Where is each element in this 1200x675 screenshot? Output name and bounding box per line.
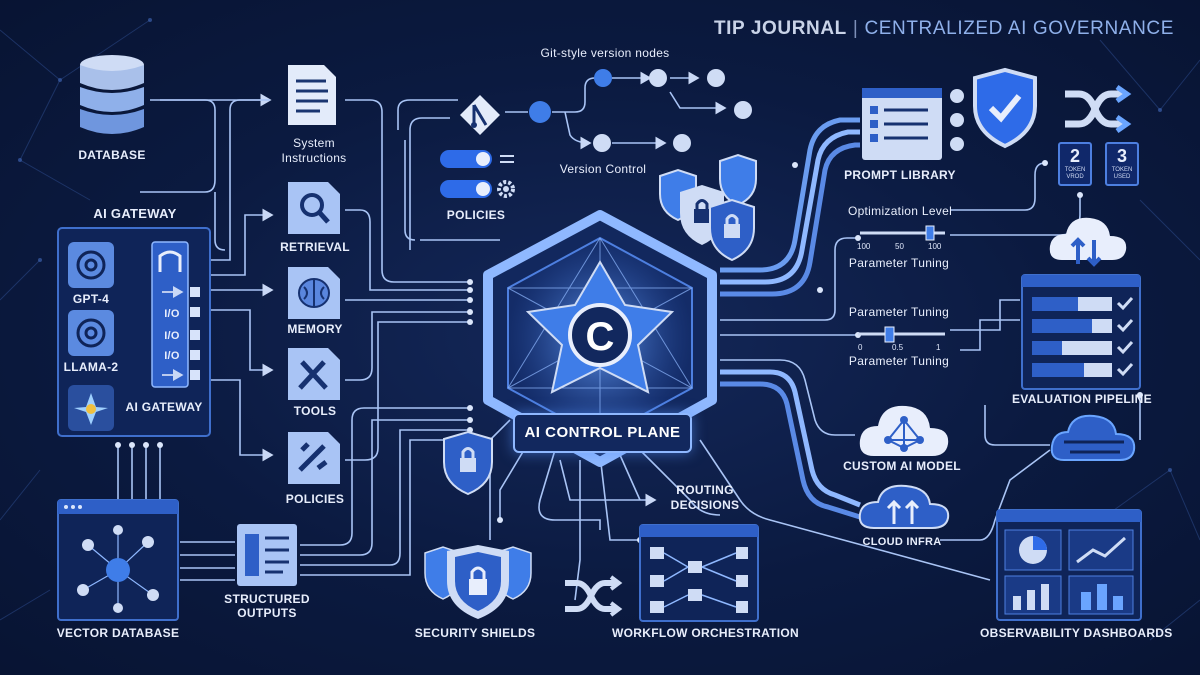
parameter-tuning-label: Parameter Tuning — [848, 256, 950, 270]
brain-icon — [288, 267, 340, 319]
model-logo-icon — [68, 385, 114, 431]
toggle-icon — [440, 180, 492, 198]
title-text: CENTRALIZED AI GOVERNANCE — [864, 18, 1174, 39]
token-badge-number: 3 — [1116, 146, 1127, 166]
prompt-library-label: PROMPT LIBRARY — [844, 168, 956, 182]
token-badge-number: 2 — [1069, 146, 1080, 166]
database-label: DATABASE — [78, 148, 146, 162]
check-shield-icon — [973, 67, 1037, 149]
token-badge-text: TOKEN USED — [1111, 167, 1133, 180]
parameter-slider — [858, 326, 945, 343]
cloud-icon — [1050, 414, 1136, 461]
evaluation-pipeline-label: EVALUATION PIPELINE — [1012, 392, 1152, 406]
model-label-gpt4: GPT-4 — [72, 292, 110, 306]
routing-decisions-label: ROUTING DECISIONS — [670, 483, 740, 512]
policy-icon — [288, 432, 340, 484]
io-label: I/O — [164, 350, 180, 362]
cloud-icon — [859, 405, 949, 456]
prompt-library-icon — [862, 88, 942, 160]
page-title: TIP JOURNAL|CENTRALIZED AI GOVERNANCE — [714, 18, 1174, 40]
gateway-icon — [151, 241, 189, 388]
slider-tick: 0 — [858, 343, 863, 352]
openai-icon — [68, 310, 114, 356]
git-icon — [460, 95, 500, 135]
cloud-infra-label: CLOUD INFRA — [862, 536, 942, 548]
workflow-icon — [639, 524, 759, 622]
vector-database-label: VECTOR DATABASE — [56, 626, 180, 640]
document-icon — [288, 65, 336, 125]
system-instructions-label: System Instructions — [281, 136, 347, 165]
retrieval-label: RETRIEVAL — [280, 240, 350, 254]
model-label-llama2: LLAMA-2 — [63, 360, 119, 374]
tools-label: TOOLS — [293, 404, 337, 418]
evaluation-icon — [1021, 274, 1141, 390]
slider-tick: 100 — [928, 242, 942, 251]
parameter-tuning-label: Parameter Tuning — [848, 354, 950, 368]
slider-tick: 50 — [895, 242, 904, 251]
policies-top-label: POLICIES — [446, 208, 506, 222]
title-separator: | — [852, 18, 859, 39]
shuffle-icon — [565, 575, 623, 617]
git-node-icon — [950, 89, 964, 151]
optimization-level-label: Optimization Level — [847, 204, 953, 218]
control-plane-logo: C — [586, 315, 615, 359]
ai-gateway-label: AI GATEWAY — [125, 400, 203, 414]
ai-gateway-title: AI GATEWAY — [93, 206, 177, 221]
vector-db-icon — [57, 499, 179, 621]
toggle-icon — [440, 150, 514, 168]
openai-icon — [68, 242, 114, 288]
io-label: I/O — [164, 308, 180, 320]
database-icon — [80, 55, 144, 134]
version-control-label: Version Control — [559, 162, 647, 176]
lock-shields-cluster — [659, 153, 757, 262]
search-icon — [288, 182, 340, 234]
cloud-icon — [1049, 217, 1127, 267]
memory-label: MEMORY — [287, 322, 343, 336]
control-plane-label: AI CONTROL PLANE — [513, 413, 692, 453]
cloud-icon — [858, 484, 950, 529]
lock-icon — [443, 430, 493, 496]
structured-outputs-icon — [237, 524, 297, 586]
token-badge: 2 TOKEN VROD — [1058, 142, 1092, 186]
git-title-label: Git-style version nodes — [540, 46, 670, 60]
ai-gateway-box — [57, 227, 211, 437]
slider-tick: 1 — [936, 343, 941, 352]
parameter-tuning-title: Parameter Tuning — [848, 305, 950, 319]
policies-input-label: POLICIES — [285, 492, 345, 506]
slider-tick: 0.5 — [892, 343, 904, 352]
brand-name: TIP JOURNAL — [713, 18, 847, 39]
optimization-slider — [860, 225, 945, 241]
security-shields-icon — [424, 545, 532, 619]
dashboard-icon — [996, 509, 1142, 621]
shuffle-icon — [1065, 84, 1132, 134]
observability-dashboards-label: OBSERVABILITY DASHBOARDS — [980, 626, 1173, 640]
tools-icon — [288, 348, 340, 400]
git-node-icon — [593, 69, 752, 152]
structured-outputs-label: STRUCTURED OUTPUTS — [224, 592, 310, 620]
token-badge-text: TOKEN VROD — [1064, 167, 1086, 180]
custom-ai-model-label: CUSTOM AI MODEL — [843, 459, 961, 473]
control-plane-hexagon — [483, 210, 717, 467]
gear-icon — [497, 180, 515, 198]
slider-tick: 100 — [857, 242, 871, 251]
token-badge: 3 TOKEN USED — [1105, 142, 1139, 186]
io-label: I/O — [164, 330, 180, 342]
workflow-orchestration-label: WORKFLOW ORCHESTRATION — [612, 626, 800, 640]
security-shields-label: SECURITY SHIELDS — [414, 626, 536, 640]
version-nodes — [505, 71, 727, 150]
